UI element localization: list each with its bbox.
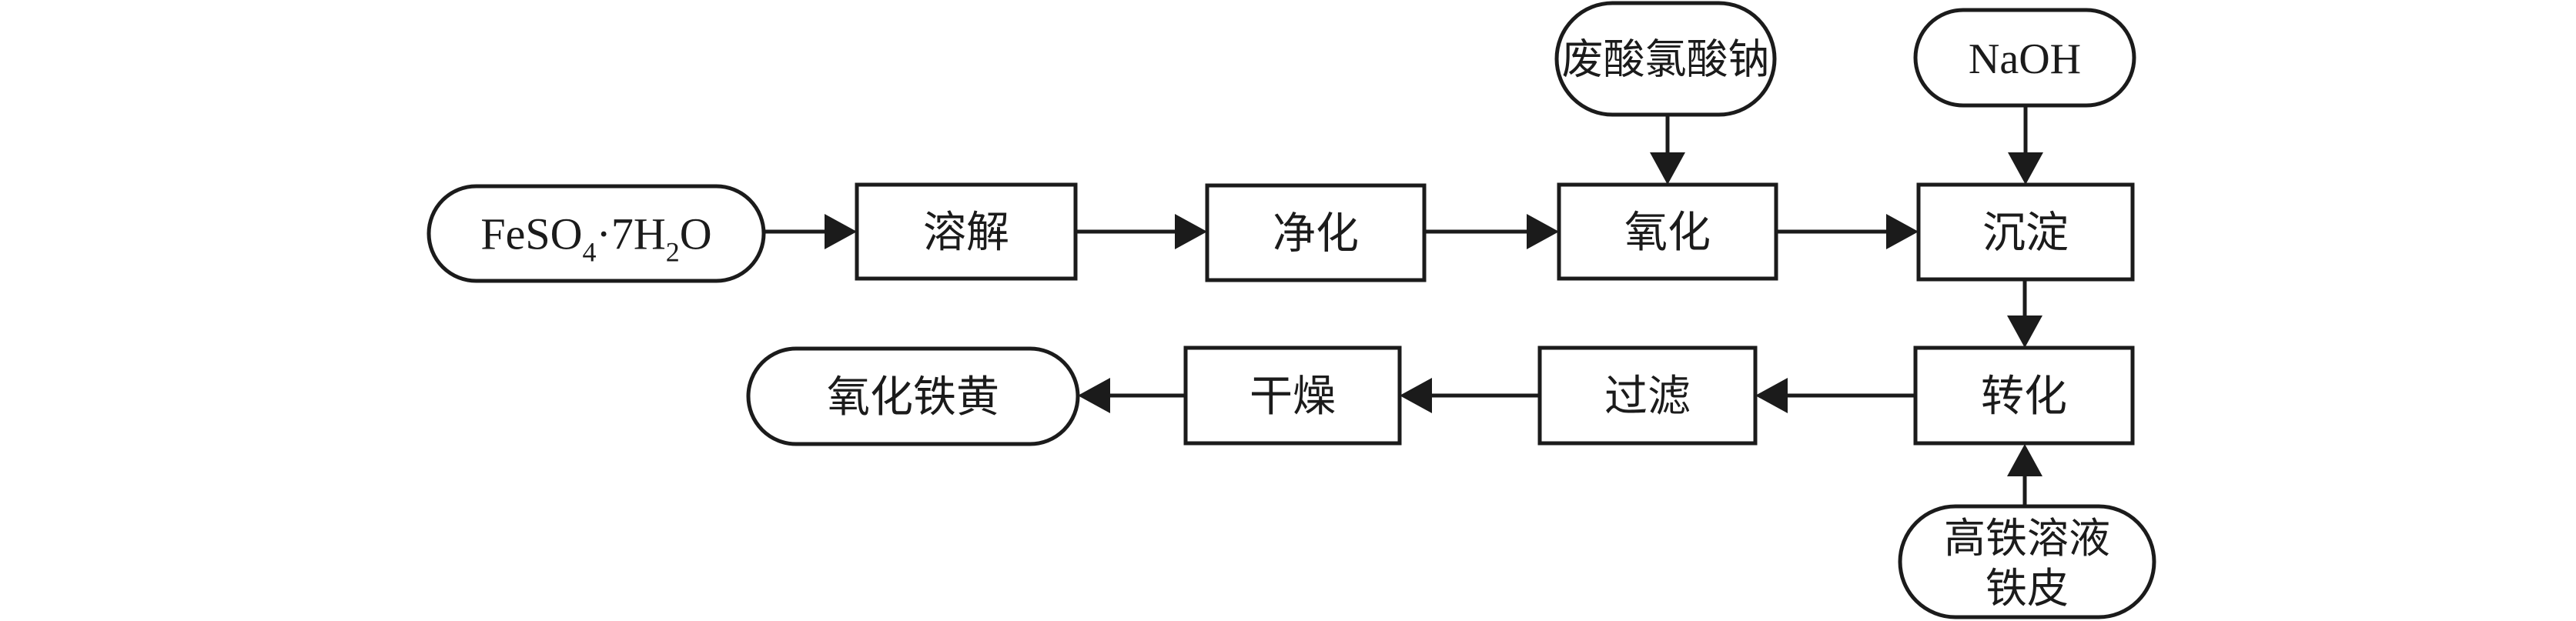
node-dry: 干燥 [1183, 346, 1402, 446]
arrow-head [1175, 214, 1207, 249]
node-high-iron-solution: 高铁溶液铁皮 [1898, 504, 2156, 619]
arrow-dry-to-iron-oxide-yellow [1078, 378, 1186, 413]
arrow-feso4-to-dissolve [764, 214, 857, 249]
node-label-high-iron-solution: 高铁溶液铁皮 [1944, 516, 2110, 612]
node-label-feso4: FeSO4·7H2O [480, 209, 711, 268]
terminal-oval-iron-oxide-yellow [746, 346, 1080, 446]
arrow-head [1078, 378, 1110, 413]
node-filter: 过滤 [1537, 346, 1758, 446]
arrow-head [1755, 378, 1788, 413]
node-purify: 净化 [1205, 183, 1427, 282]
process-box-filter [1537, 346, 1758, 446]
node-label-filter: 过滤 [1604, 373, 1691, 421]
arrow-head [1886, 214, 1919, 249]
arrow-convert-to-filter [1755, 378, 1915, 413]
arrow-precipitate-to-convert [2007, 279, 2042, 348]
node-label-iron-oxide-yellow: 氧化铁黄 [827, 374, 999, 422]
node-label-naoh: NaOH [1969, 35, 2081, 83]
process-box-dissolve [855, 182, 1078, 281]
node-label-convert: 转化 [1981, 373, 2067, 421]
node-naoh: NaOH [1913, 8, 2136, 108]
arrow-naoh-to-precipitate [2008, 105, 2043, 185]
arrow-high-iron-solution-to-convert [2007, 444, 2042, 506]
node-feso4: FeSO4·7H2O [427, 184, 766, 283]
arrow-head [1527, 214, 1559, 249]
node-label-waste-acid-sodium-chlorate: 废酸氯酸钠 [1562, 37, 1770, 83]
arrow-waste-acid-sodium-chlorate-to-oxidize [1650, 114, 1685, 185]
node-convert: 转化 [1913, 346, 2135, 446]
arrow-head [1400, 378, 1432, 413]
node-label-purify: 净化 [1273, 211, 1359, 259]
arrow-head [825, 214, 857, 249]
node-precipitate: 沉淀 [1916, 182, 2135, 282]
process-box-convert [1913, 346, 2135, 446]
node-label-oxidize: 氧化 [1624, 209, 1711, 257]
node-iron-oxide-yellow: 氧化铁黄 [746, 346, 1080, 446]
node-label-dry: 干燥 [1250, 373, 1336, 421]
node-waste-acid-sodium-chlorate: 废酸氯酸钠 [1554, 1, 1777, 117]
node-oxidize: 氧化 [1557, 182, 1778, 281]
process-box-precipitate [1916, 182, 2135, 282]
arrow-filter-to-dry [1400, 378, 1540, 413]
node-label-precipitate: 沉淀 [1982, 210, 2069, 258]
arrow-head [1650, 152, 1685, 185]
process-box-oxidize [1557, 182, 1778, 281]
node-dissolve: 溶解 [855, 182, 1078, 281]
arrow-head [2007, 316, 2042, 348]
arrow-head [2007, 444, 2042, 476]
terminal-oval-high-iron-solution [1898, 504, 2156, 619]
arrow-dissolve-to-purify [1076, 214, 1207, 249]
node-label-dissolve: 溶解 [923, 209, 1009, 257]
arrow-purify-to-oxidize [1424, 214, 1559, 249]
arrow-oxidize-to-precipitate [1776, 214, 1919, 249]
arrow-head [2008, 152, 2043, 185]
